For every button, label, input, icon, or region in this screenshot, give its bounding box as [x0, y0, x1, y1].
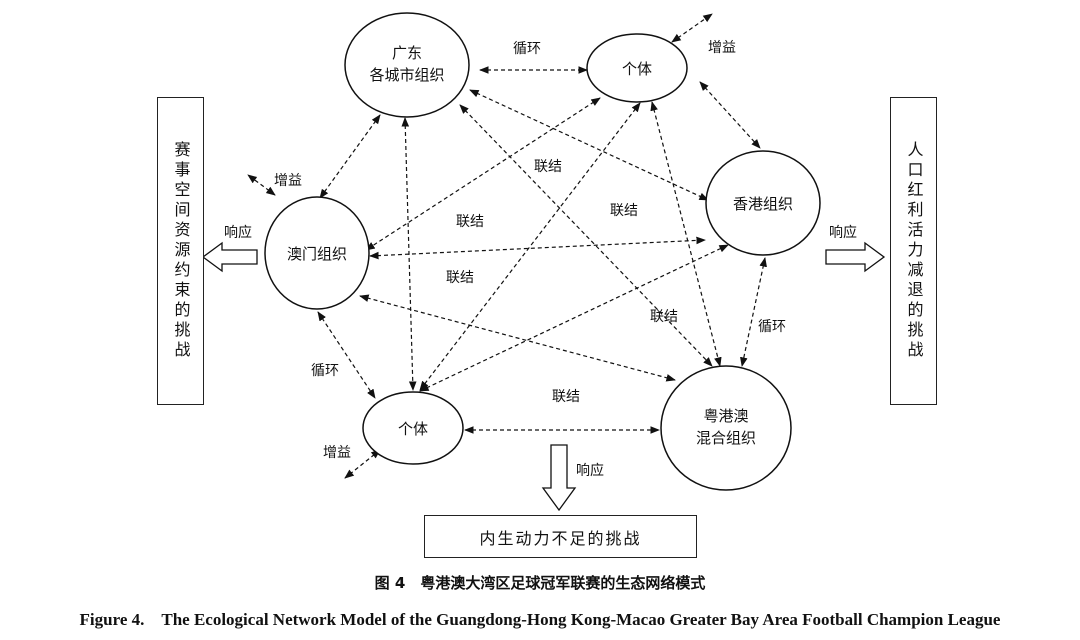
challenge-bottom-text: 内生动力不足的挑战	[479, 528, 642, 548]
label-response-right: 响应	[829, 224, 857, 241]
edge-individual-top-macao	[365, 97, 601, 251]
label-cycle-top: 循环	[513, 41, 541, 57]
caption-english: Figure 4. The Ecological Network Model o…	[79, 610, 1001, 629]
node-macao-label: 澳门组织	[287, 245, 347, 263]
label-link: 联结	[610, 203, 638, 219]
edge-hongkong-mixed	[740, 257, 767, 367]
edge-macao-hongkong	[369, 236, 706, 260]
node-macao	[264, 196, 370, 310]
edge-gain-top	[671, 13, 713, 43]
node-hongkong-label: 香港组织	[733, 195, 793, 213]
challenge-box-bottom: 内生动力不足的挑战	[424, 515, 697, 558]
node-individual-bottom-label: 个体	[398, 420, 428, 438]
edge-individual-bottom-hongkong	[419, 244, 729, 392]
edge-macao-mixed	[359, 294, 676, 382]
edge-individual-top-hongkong	[699, 81, 761, 149]
node-guangdong	[344, 12, 470, 118]
node-mixed-line2: 混合组织	[696, 429, 756, 447]
label-gain-bottom: 增益	[323, 445, 351, 461]
edge-macao-individual-bottom	[317, 311, 376, 399]
label-cycle-right: 循环	[758, 319, 786, 335]
label-link: 联结	[534, 159, 562, 175]
edge-individual-top-individual-bottom	[419, 102, 641, 391]
node-individual-top	[586, 33, 688, 103]
node-individual-bottom	[362, 391, 464, 465]
label-link: 联结	[456, 214, 484, 230]
label-link: 联结	[650, 309, 678, 325]
challenge-box-right: 人口红利活力减退的挑战	[890, 97, 937, 405]
node-guangdong-line2: 各城市组织	[369, 66, 444, 84]
node-hongkong	[705, 150, 821, 256]
node-guangdong-line1: 广东	[392, 44, 422, 62]
edge-gain-left	[247, 174, 276, 196]
label-gain-top: 增益	[708, 40, 736, 56]
edge-individual-top-mixed	[650, 101, 722, 367]
challenge-left-text: 赛事空间资源约束的挑战	[171, 141, 191, 361]
caption-chinese: 图 4 粤港澳大湾区足球冠军联赛的生态网络模式	[374, 574, 706, 592]
node-mixed-line1: 粤港澳	[703, 407, 748, 425]
label-gain-left: 增益	[274, 173, 302, 189]
label-cycle-left: 循环	[311, 363, 339, 379]
node-mixed	[660, 365, 792, 491]
edges	[247, 13, 767, 479]
label-link: 联结	[552, 389, 580, 405]
response-arrow-bottom	[541, 444, 577, 512]
label-response-left: 响应	[224, 224, 252, 241]
response-arrow-right	[825, 241, 886, 273]
edge-gain-bottom	[344, 449, 381, 479]
label-link: 联结	[446, 270, 474, 286]
challenge-box-left: 赛事空间资源约束的挑战	[157, 97, 204, 405]
label-response-bottom: 响应	[576, 462, 604, 479]
edge-guangdong-macao	[319, 114, 381, 199]
response-arrow-left	[201, 241, 258, 273]
challenge-right-text: 人口红利活力减退的挑战	[904, 141, 924, 361]
node-individual-top-label: 个体	[622, 60, 652, 78]
edge-guangdong-hongkong	[469, 89, 709, 201]
